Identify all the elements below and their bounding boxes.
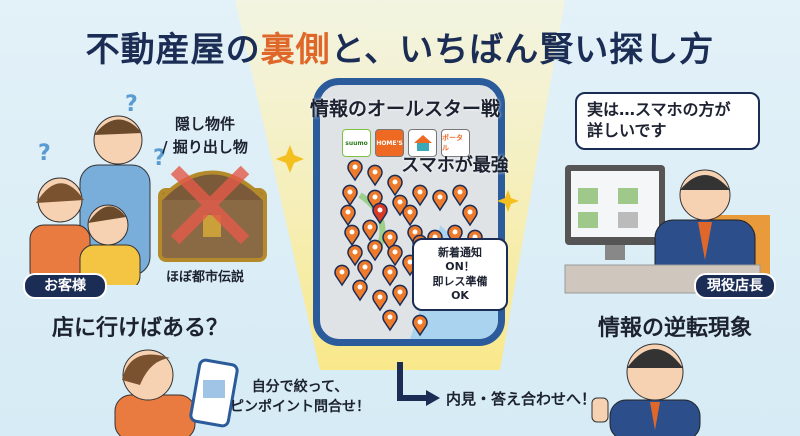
- map-pin-dot: [372, 244, 378, 250]
- map-pin-icon: [352, 279, 368, 302]
- map-pin-icon: [367, 189, 383, 212]
- map-pin-icon: [367, 239, 383, 262]
- left-heading: 店に行けばある？: [51, 316, 228, 341]
- map-pin-dot: [352, 164, 358, 170]
- map-pin-dot: [407, 259, 413, 265]
- map-pin-dot: [412, 229, 418, 235]
- map-pin-dot: [347, 189, 353, 195]
- map-pin-dot: [457, 189, 463, 195]
- bargain-property-label: / 掘り出し物: [162, 138, 248, 156]
- treasure-chest-icon: [158, 170, 267, 262]
- map-pin-dot: [417, 189, 423, 195]
- map-pin-dot: [417, 319, 423, 325]
- map-pin-icon: [402, 204, 418, 227]
- notification-bubble: 新着通知 ON！即レス準備OK: [412, 238, 508, 312]
- map-pin-icon: [407, 224, 423, 247]
- phone-caption: スマホが最強: [401, 155, 509, 176]
- svg-text:?: ?: [153, 146, 166, 171]
- map-pin-icon: [334, 264, 350, 287]
- map-pin-icon: [387, 174, 403, 197]
- map-pin-icon: [447, 224, 463, 247]
- customers-illustration: ???: [29, 92, 267, 285]
- map-pin-dot: [357, 284, 363, 290]
- arrow-right-icon: [397, 362, 440, 406]
- woman-with-phone-illustration: [114, 349, 239, 436]
- map-pin-icon: [362, 219, 378, 242]
- map-pin-icon: [357, 259, 373, 282]
- map-pin-icon: [347, 244, 363, 267]
- map-pin-icon: [382, 229, 398, 252]
- map-pin-icon: [452, 184, 468, 207]
- map-pin-dot: [367, 224, 373, 230]
- map-pin-dot: [407, 209, 413, 215]
- map-pin-icon: [347, 159, 363, 182]
- map-pin-dot: [452, 229, 458, 235]
- svg-text:?: ?: [125, 92, 138, 117]
- map-pin-dot: [339, 269, 345, 275]
- hidden-property-label: 隠し物件: [174, 115, 235, 133]
- map-pin-icon: [387, 244, 403, 267]
- map-pin-icon: [412, 314, 428, 337]
- manager-badge: 現役店長: [694, 273, 776, 299]
- map-pin-icon: [382, 309, 398, 332]
- map-pin-dot: [467, 209, 473, 215]
- page-title: 不動産屋の裏側と、いちばん賢い探し方: [85, 30, 715, 70]
- map-pin-dot: [387, 269, 393, 275]
- map-pin-dot: [397, 289, 403, 295]
- map-pin-dot: [349, 229, 355, 235]
- map-pin-icon: [382, 264, 398, 287]
- map-pin-dot: [377, 294, 383, 300]
- app-logo-portal: ポータル: [441, 129, 470, 157]
- map-pin-icon: [340, 204, 356, 227]
- svg-text:?: ?: [38, 141, 51, 166]
- map-pin-dot: [397, 199, 403, 205]
- map-pin-dot: [387, 314, 393, 320]
- map-pin-icon: [344, 224, 360, 247]
- monitor-icon: [565, 165, 665, 260]
- map-pin-dot: [345, 209, 351, 215]
- map-pin-icon: [367, 164, 383, 187]
- phone-title: 情報のオールスター戦: [309, 98, 500, 120]
- map-pin-icon: [462, 204, 478, 227]
- map-pin-dot: [392, 179, 398, 185]
- map-pin-dot: [387, 234, 393, 240]
- map-pin-icon: [392, 284, 408, 307]
- map-pin-dot: [377, 207, 383, 213]
- app-logo-homes: HOME'S: [375, 129, 404, 157]
- map-pin-dot: [437, 194, 443, 200]
- thumbs-up-manager-illustration: [591, 343, 701, 436]
- map-pin-icon: [372, 202, 388, 225]
- map-pin-dot: [372, 194, 378, 200]
- manager-speech-bubble: 実は…スマホの方が詳しいです: [575, 92, 760, 150]
- self-search-text: 自分で絞って、ピンポイント問合せ！: [230, 379, 370, 415]
- thumbs-up-icon: [591, 397, 609, 423]
- map-pin-icon: [412, 184, 428, 207]
- urban-legend-caption: ほぼ都市伝説: [165, 270, 244, 285]
- sparkle-icon: [276, 145, 519, 212]
- app-logo-suumo: suumo: [342, 129, 371, 157]
- customer-badge: お客様: [23, 273, 107, 299]
- right-heading: 情報の逆転現象: [597, 316, 752, 341]
- map-pin-dot: [392, 249, 398, 255]
- map-pin-icon: [342, 184, 358, 207]
- red-x-icon: [170, 165, 250, 245]
- next-step-text: 内見・答え合わせへ！: [446, 390, 597, 408]
- house-icon: [408, 129, 437, 157]
- map-pin-dot: [362, 264, 368, 270]
- map-pin-icon: [392, 194, 408, 217]
- map-pin-icon: [372, 289, 388, 312]
- map-pin-dot: [352, 249, 358, 255]
- question-mark-icon: ???: [38, 92, 166, 171]
- title-highlight: 裏側: [260, 30, 331, 70]
- map-pin-icon: [432, 189, 448, 212]
- map-pin-dot: [372, 169, 378, 175]
